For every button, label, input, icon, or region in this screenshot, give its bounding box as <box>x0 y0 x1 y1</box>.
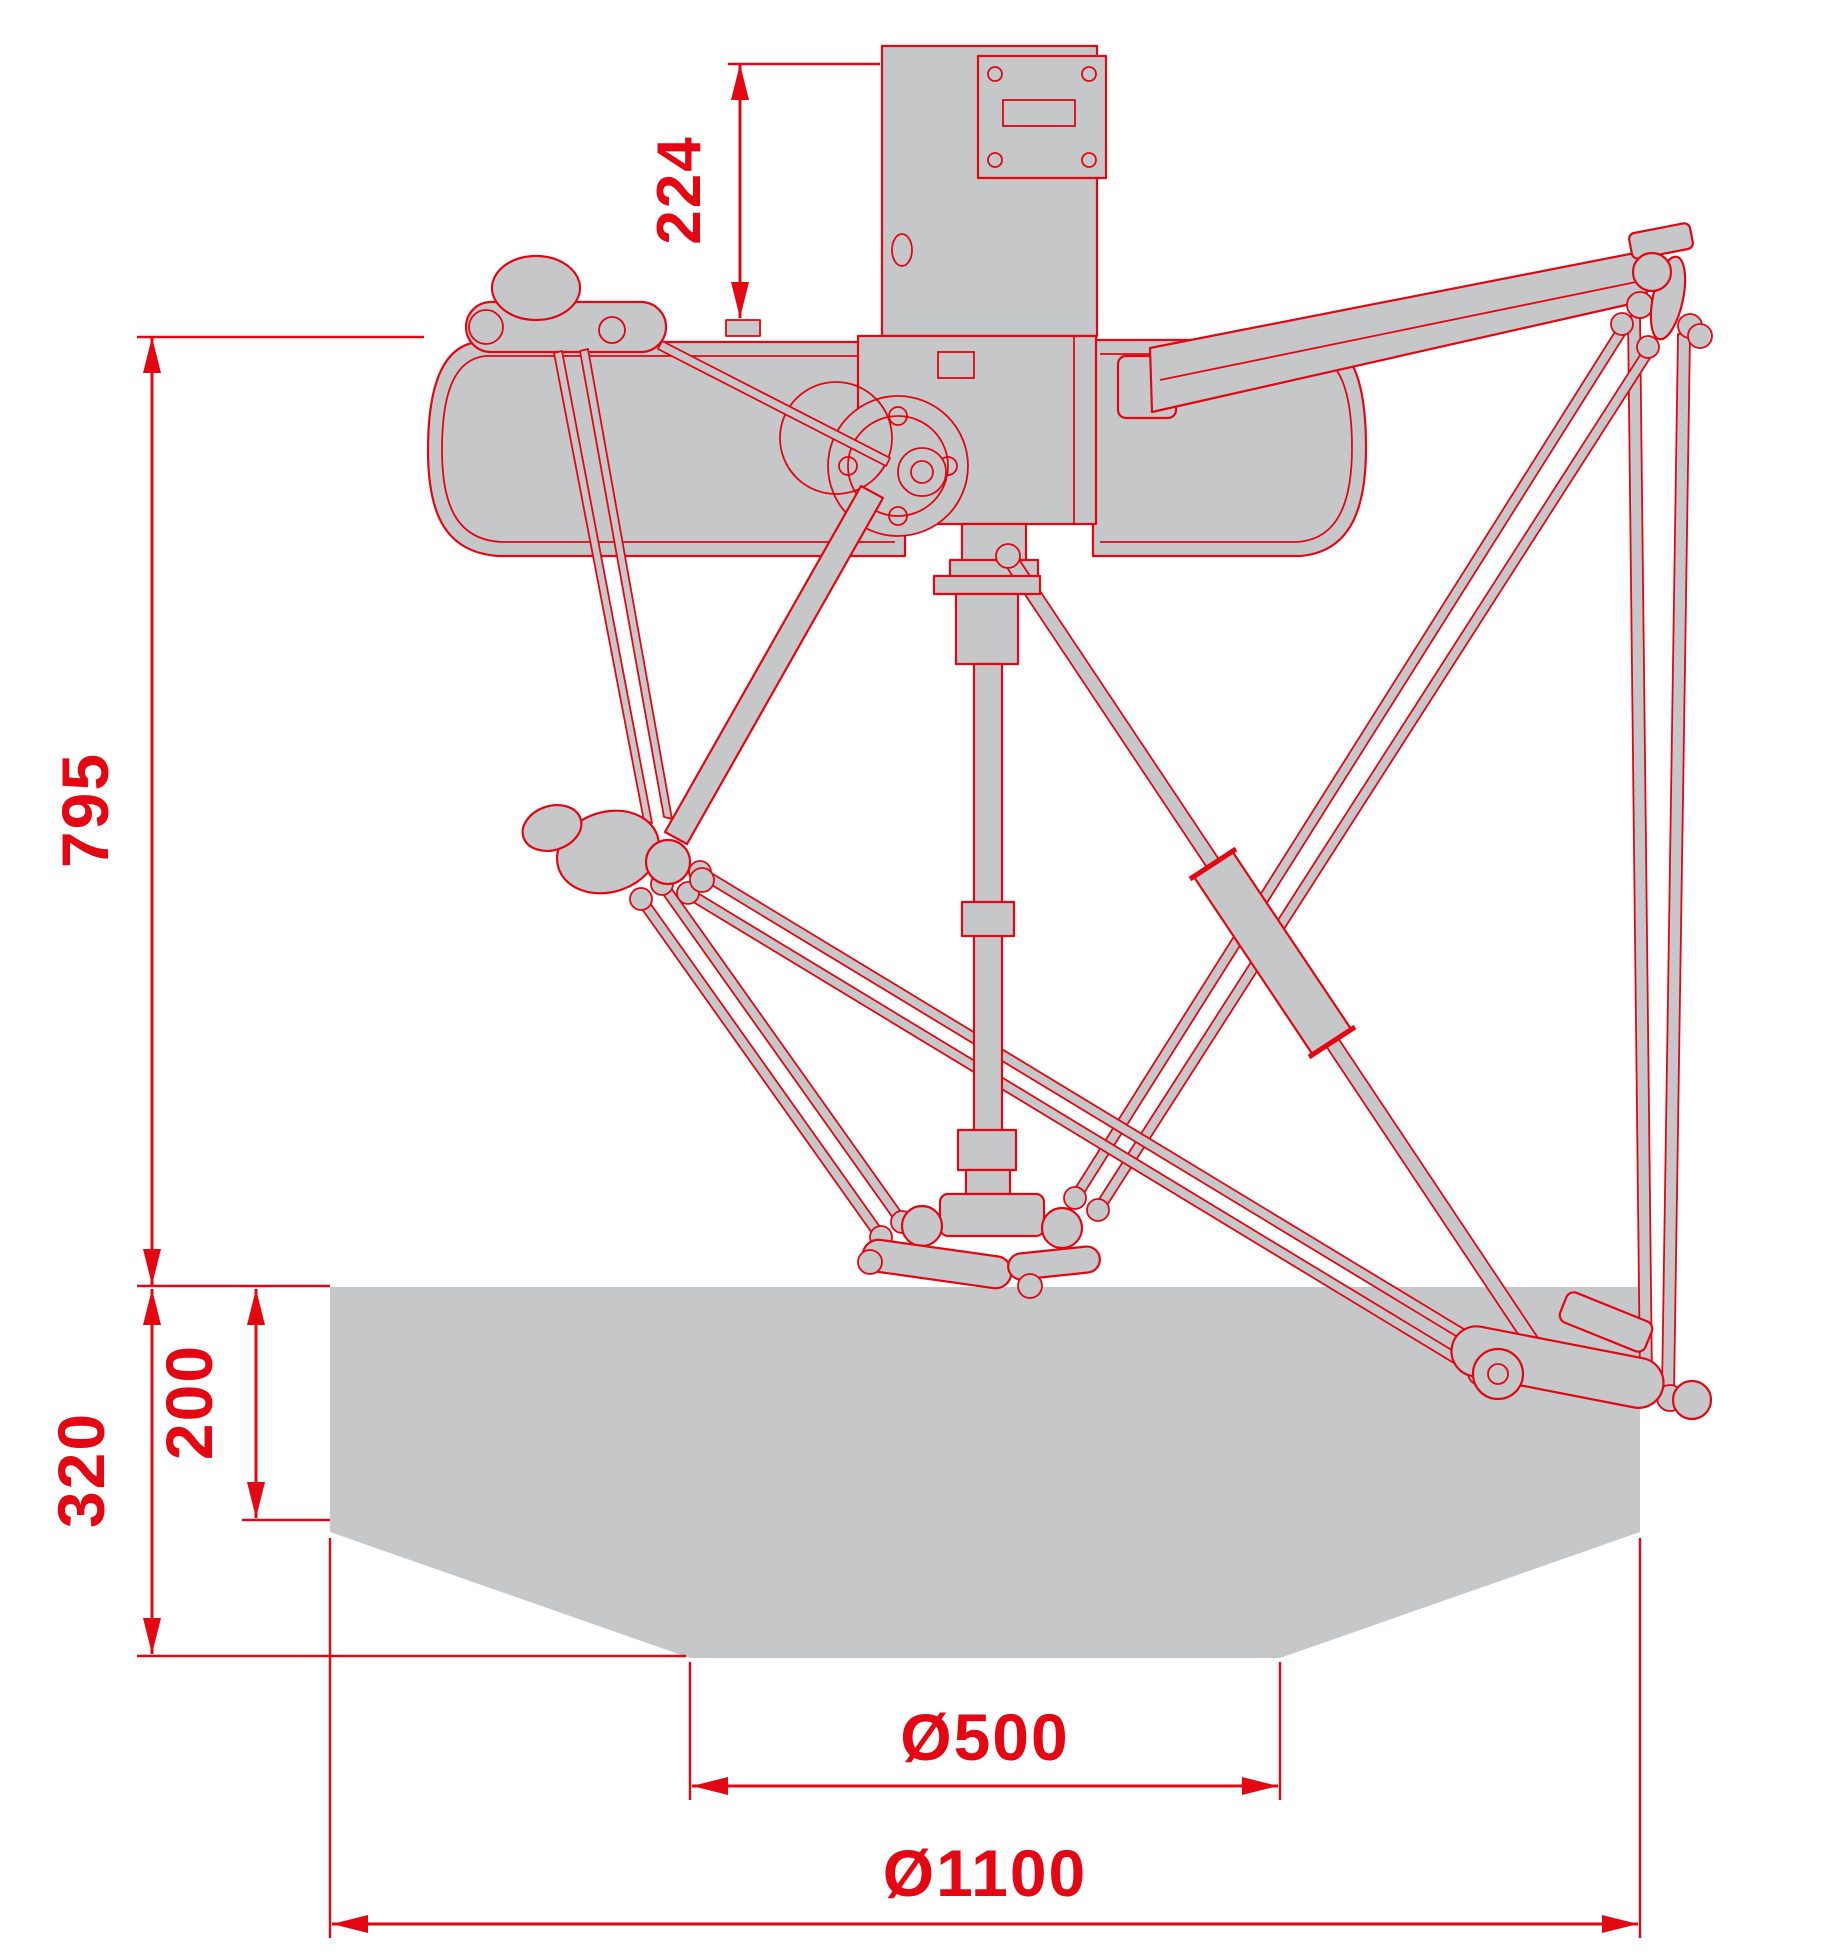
right-forearm-rod-1 <box>1627 315 1653 1379</box>
dimension-d500: Ø500 <box>688 1662 1282 1800</box>
dimension-224: 224 <box>645 62 880 318</box>
left-forearm-rod-2 <box>636 895 886 1241</box>
body-top-tab <box>725 319 761 337</box>
platform-joint-left <box>900 1204 944 1248</box>
platform-body <box>938 1192 1046 1238</box>
column-port-detail <box>891 233 913 267</box>
dim-224-label: 224 <box>645 135 714 244</box>
dim-795-label: 795 <box>48 752 122 868</box>
right-upper-arm <box>1116 250 1650 420</box>
robot-top-column <box>880 44 1108 338</box>
telescope-upper-segment <box>954 592 1020 666</box>
right-forearm-rod-2 <box>1661 333 1691 1393</box>
mounting-plate-screws <box>987 66 1097 168</box>
mounting-plate-slot <box>1002 99 1076 127</box>
left-arm-motor-assembly <box>464 254 668 354</box>
delta-robot <box>426 44 1713 1421</box>
left-motor-ball <box>490 254 582 322</box>
left-thin-rod-2 <box>579 348 673 820</box>
cross-link-rod <box>657 340 891 467</box>
left-motor-pivot <box>598 316 626 344</box>
left-pod-inner-line <box>441 355 895 543</box>
dimension-200: 200 <box>152 1289 330 1522</box>
center-housing-detail <box>937 351 975 379</box>
telescope-collar-line-1 <box>1188 846 1238 882</box>
work-envelope <box>330 1287 1640 1658</box>
telescope-collar-2 <box>956 1128 1018 1172</box>
left-pod <box>426 340 907 558</box>
telescope-crossbar <box>932 574 1042 596</box>
left-motor-end-cap <box>468 309 504 345</box>
platform-extended-position <box>1450 1291 1713 1421</box>
dim-d1100-label: Ø1100 <box>883 1836 1088 1910</box>
mounting-plate <box>976 54 1108 180</box>
platform-lower-capsule-1 <box>861 1238 1013 1290</box>
right-upper-arm-inner-line <box>1159 281 1637 381</box>
left-elbow-joint <box>521 804 715 895</box>
dim-d500-label: Ø500 <box>900 1700 1069 1774</box>
telescope-collar-1 <box>960 900 1016 938</box>
dimension-320: 320 <box>44 1289 686 1658</box>
dim-200-label: 200 <box>152 1344 226 1460</box>
left-upper-arm-link <box>663 484 885 846</box>
forearm-rods <box>553 315 1691 1393</box>
work-envelope-silhouette <box>330 1287 1640 1658</box>
dimension-d1100: Ø1100 <box>328 1538 1642 1938</box>
dimension-795: 795 <box>48 335 424 1288</box>
right-elbow-joint <box>1628 222 1713 349</box>
telescope-collar-line-2 <box>1307 1024 1357 1060</box>
left-thin-rod-1 <box>553 350 653 824</box>
left-forearm-rod-1 <box>657 880 907 1226</box>
platform-lower-capsule-2 <box>1007 1245 1101 1281</box>
center-telescope <box>932 574 1042 1196</box>
telescope-end-fitting <box>964 1168 1012 1196</box>
dim-320-label: 320 <box>44 1412 118 1528</box>
platform-joint-right <box>1040 1206 1084 1250</box>
moving-platform <box>857 1192 1101 1299</box>
right-upper-arm-link <box>1148 250 1650 414</box>
platform-ball-right <box>1017 1273 1043 1299</box>
platform-ball-left <box>857 1249 883 1275</box>
